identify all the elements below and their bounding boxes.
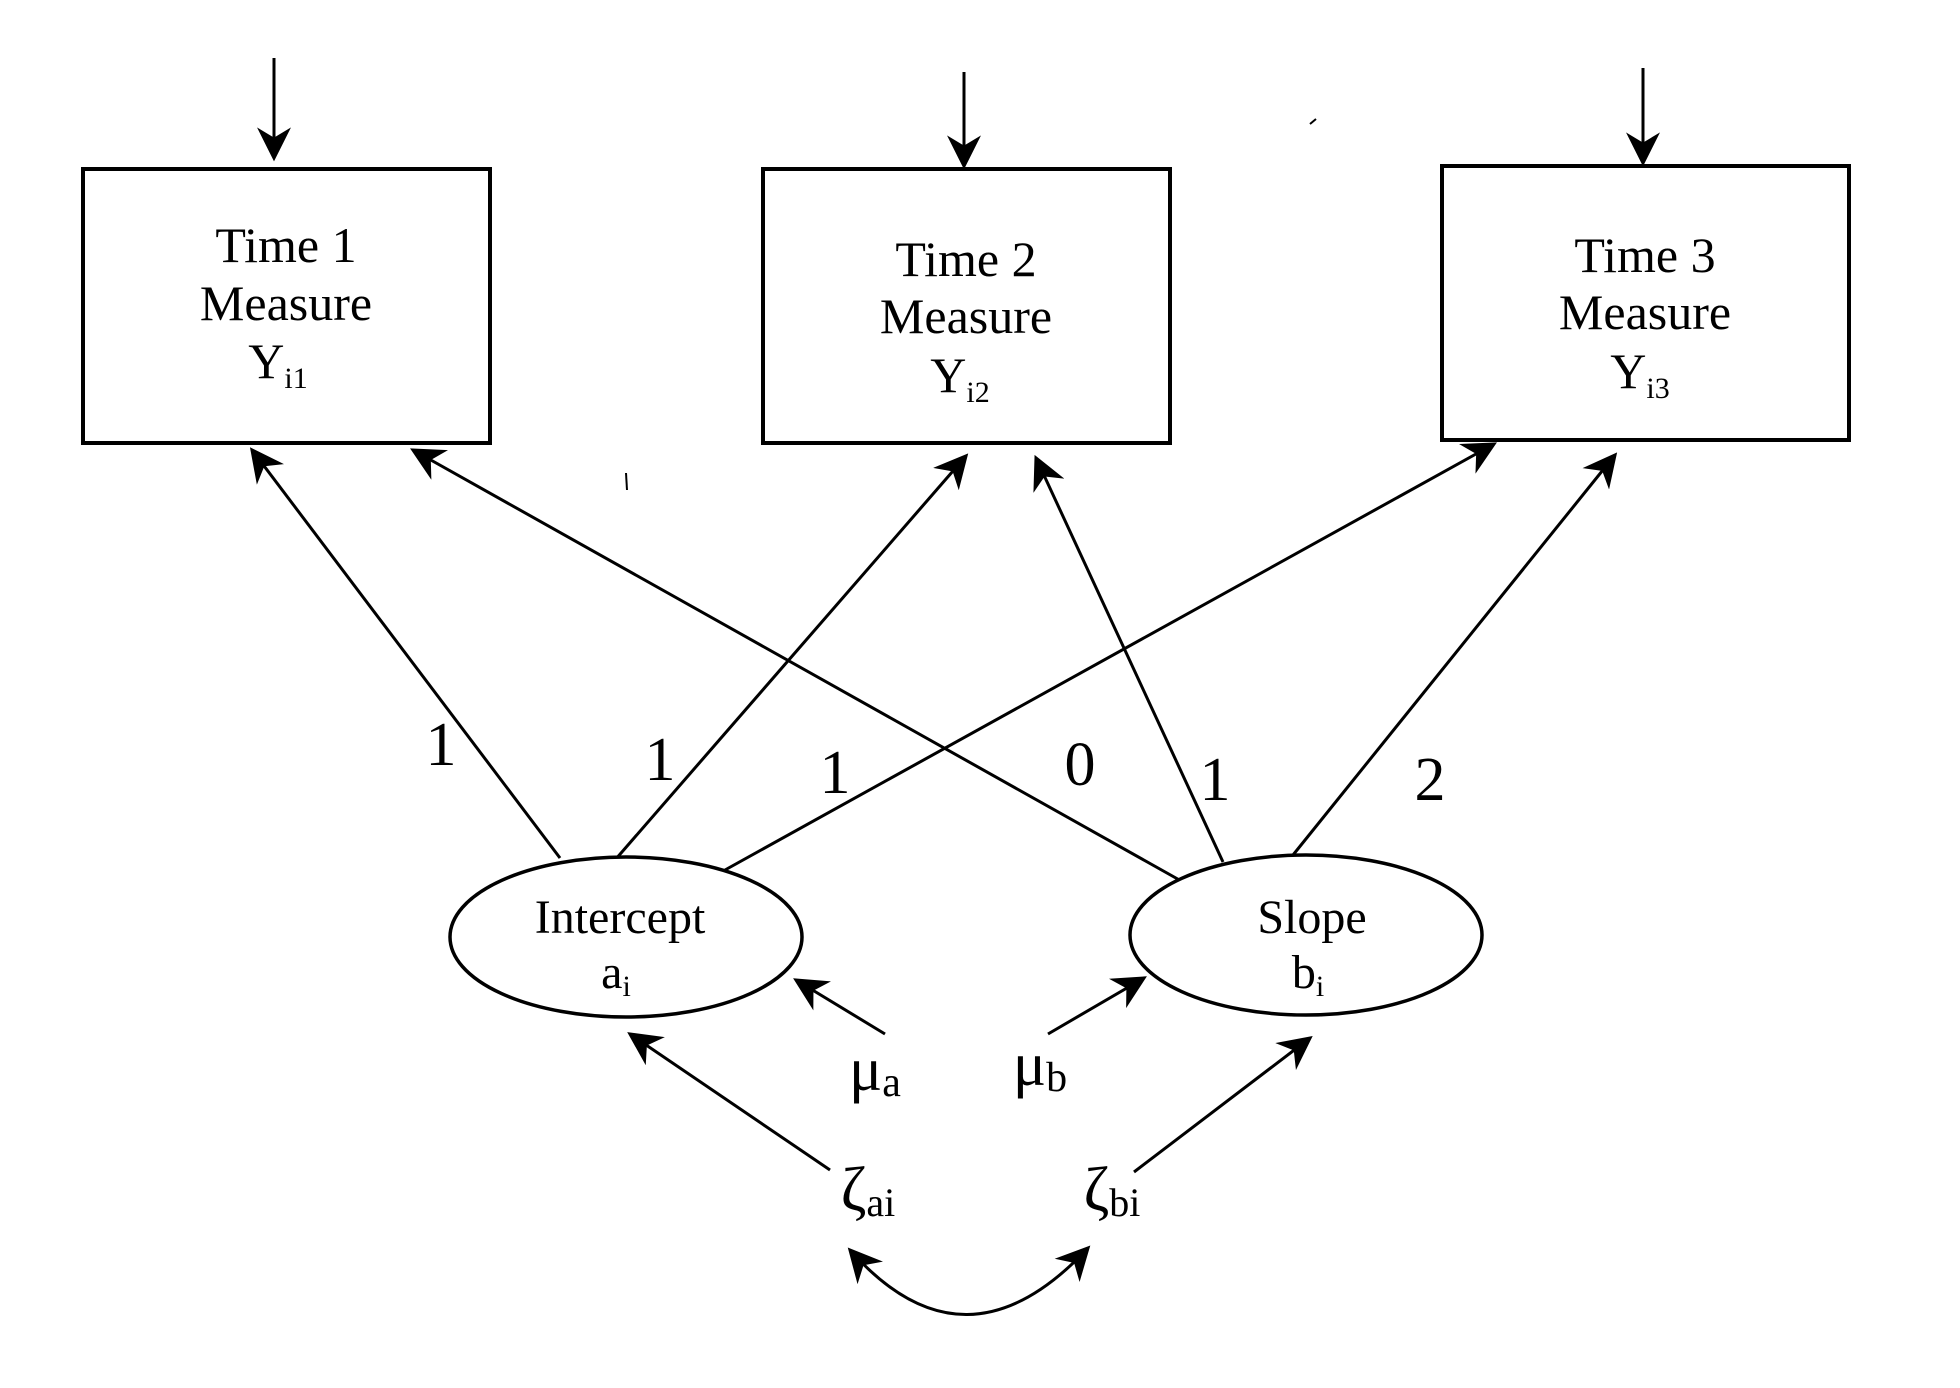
disturbance-subscript: bi (1109, 1180, 1140, 1225)
loading-label-slope-time2: 1 (1200, 746, 1231, 814)
loading-label-slope-time1: 0 (1065, 731, 1096, 799)
path-slope-time1 (410, 448, 1184, 884)
mean-subscript: a (882, 1060, 901, 1106)
disturbance-arrow-a (627, 1032, 831, 1172)
covariance-arrow (847, 1245, 1091, 1316)
measure-symbol-subscript: i2 (966, 376, 989, 409)
disturbance-label-b: ζbi (1084, 1156, 1141, 1225)
mean-label-a: μa (849, 1036, 901, 1106)
measure-symbol-subscript: i3 (1646, 372, 1669, 405)
latent-symbol: bi (1292, 946, 1324, 1003)
measure-label-line1: Time 2 (895, 231, 1036, 287)
path-intercept-time1 (249, 447, 562, 859)
mean-arrow-a (793, 978, 886, 1036)
disturbance-label-a: ζai (841, 1156, 896, 1225)
mean-symbol: μ (1013, 1031, 1046, 1099)
disturbance-subscript: ai (866, 1180, 895, 1225)
loading-label-intercept-time2: 1 (645, 726, 676, 794)
disturbance-symbol: ζ (1084, 1156, 1110, 1224)
scan-artifact (625, 472, 628, 491)
path-intercept-time3 (724, 442, 1497, 872)
mean-arrow-b (1047, 976, 1147, 1036)
loading-label-slope-time3: 2 (1415, 746, 1446, 814)
latent-label: Intercept (535, 891, 706, 944)
mean-symbol: μ (849, 1036, 882, 1104)
measure-label-line2: Measure (200, 275, 372, 331)
disturbance-symbol: ζ (841, 1156, 867, 1224)
latent-symbol-letter: b (1292, 946, 1316, 999)
measure-symbol-letter: Y (930, 347, 966, 403)
mean-label-b: μb (1013, 1031, 1067, 1101)
measure-box-time2: Time 2 Measure Yi2 (761, 167, 1172, 445)
scan-artifact (1309, 118, 1317, 125)
measure-label-line2: Measure (1559, 284, 1731, 340)
measure-symbol-subscript: i1 (284, 362, 307, 395)
measure-label-line1: Time 3 (1574, 227, 1715, 283)
path-slope-time2 (1033, 454, 1225, 863)
measure-box-time3: Time 3 Measure Yi3 (1440, 164, 1851, 442)
measure-symbol-letter: Y (248, 333, 284, 389)
measure-box-time1: Time 1 Measure Yi1 (81, 167, 492, 445)
latent-label: Slope (1257, 891, 1366, 944)
latent-symbol-letter: a (601, 946, 622, 999)
loading-label-intercept-time1: 1 (426, 711, 457, 779)
measure-symbol-letter: Y (1610, 343, 1646, 399)
measure-symbol: Yi1 (248, 333, 307, 395)
latent-intercept: Intercept ai (448, 855, 804, 1019)
path-intercept-time2 (613, 453, 969, 861)
latent-symbol-subscript: i (1316, 970, 1324, 1003)
loading-label-intercept-time3: 1 (820, 739, 851, 807)
latent-symbol: ai (601, 946, 631, 1003)
measure-label-line1: Time 1 (215, 217, 356, 273)
disturbance-arrow-b (1133, 1035, 1313, 1174)
measure-symbol: Yi2 (930, 347, 989, 409)
latent-slope: Slope bi (1128, 853, 1484, 1017)
mean-subscript: b (1046, 1055, 1067, 1101)
path-slope-time3 (1291, 452, 1618, 856)
measure-symbol: Yi3 (1610, 343, 1669, 405)
measure-label-line2: Measure (880, 288, 1052, 344)
latent-symbol-subscript: i (622, 970, 630, 1003)
